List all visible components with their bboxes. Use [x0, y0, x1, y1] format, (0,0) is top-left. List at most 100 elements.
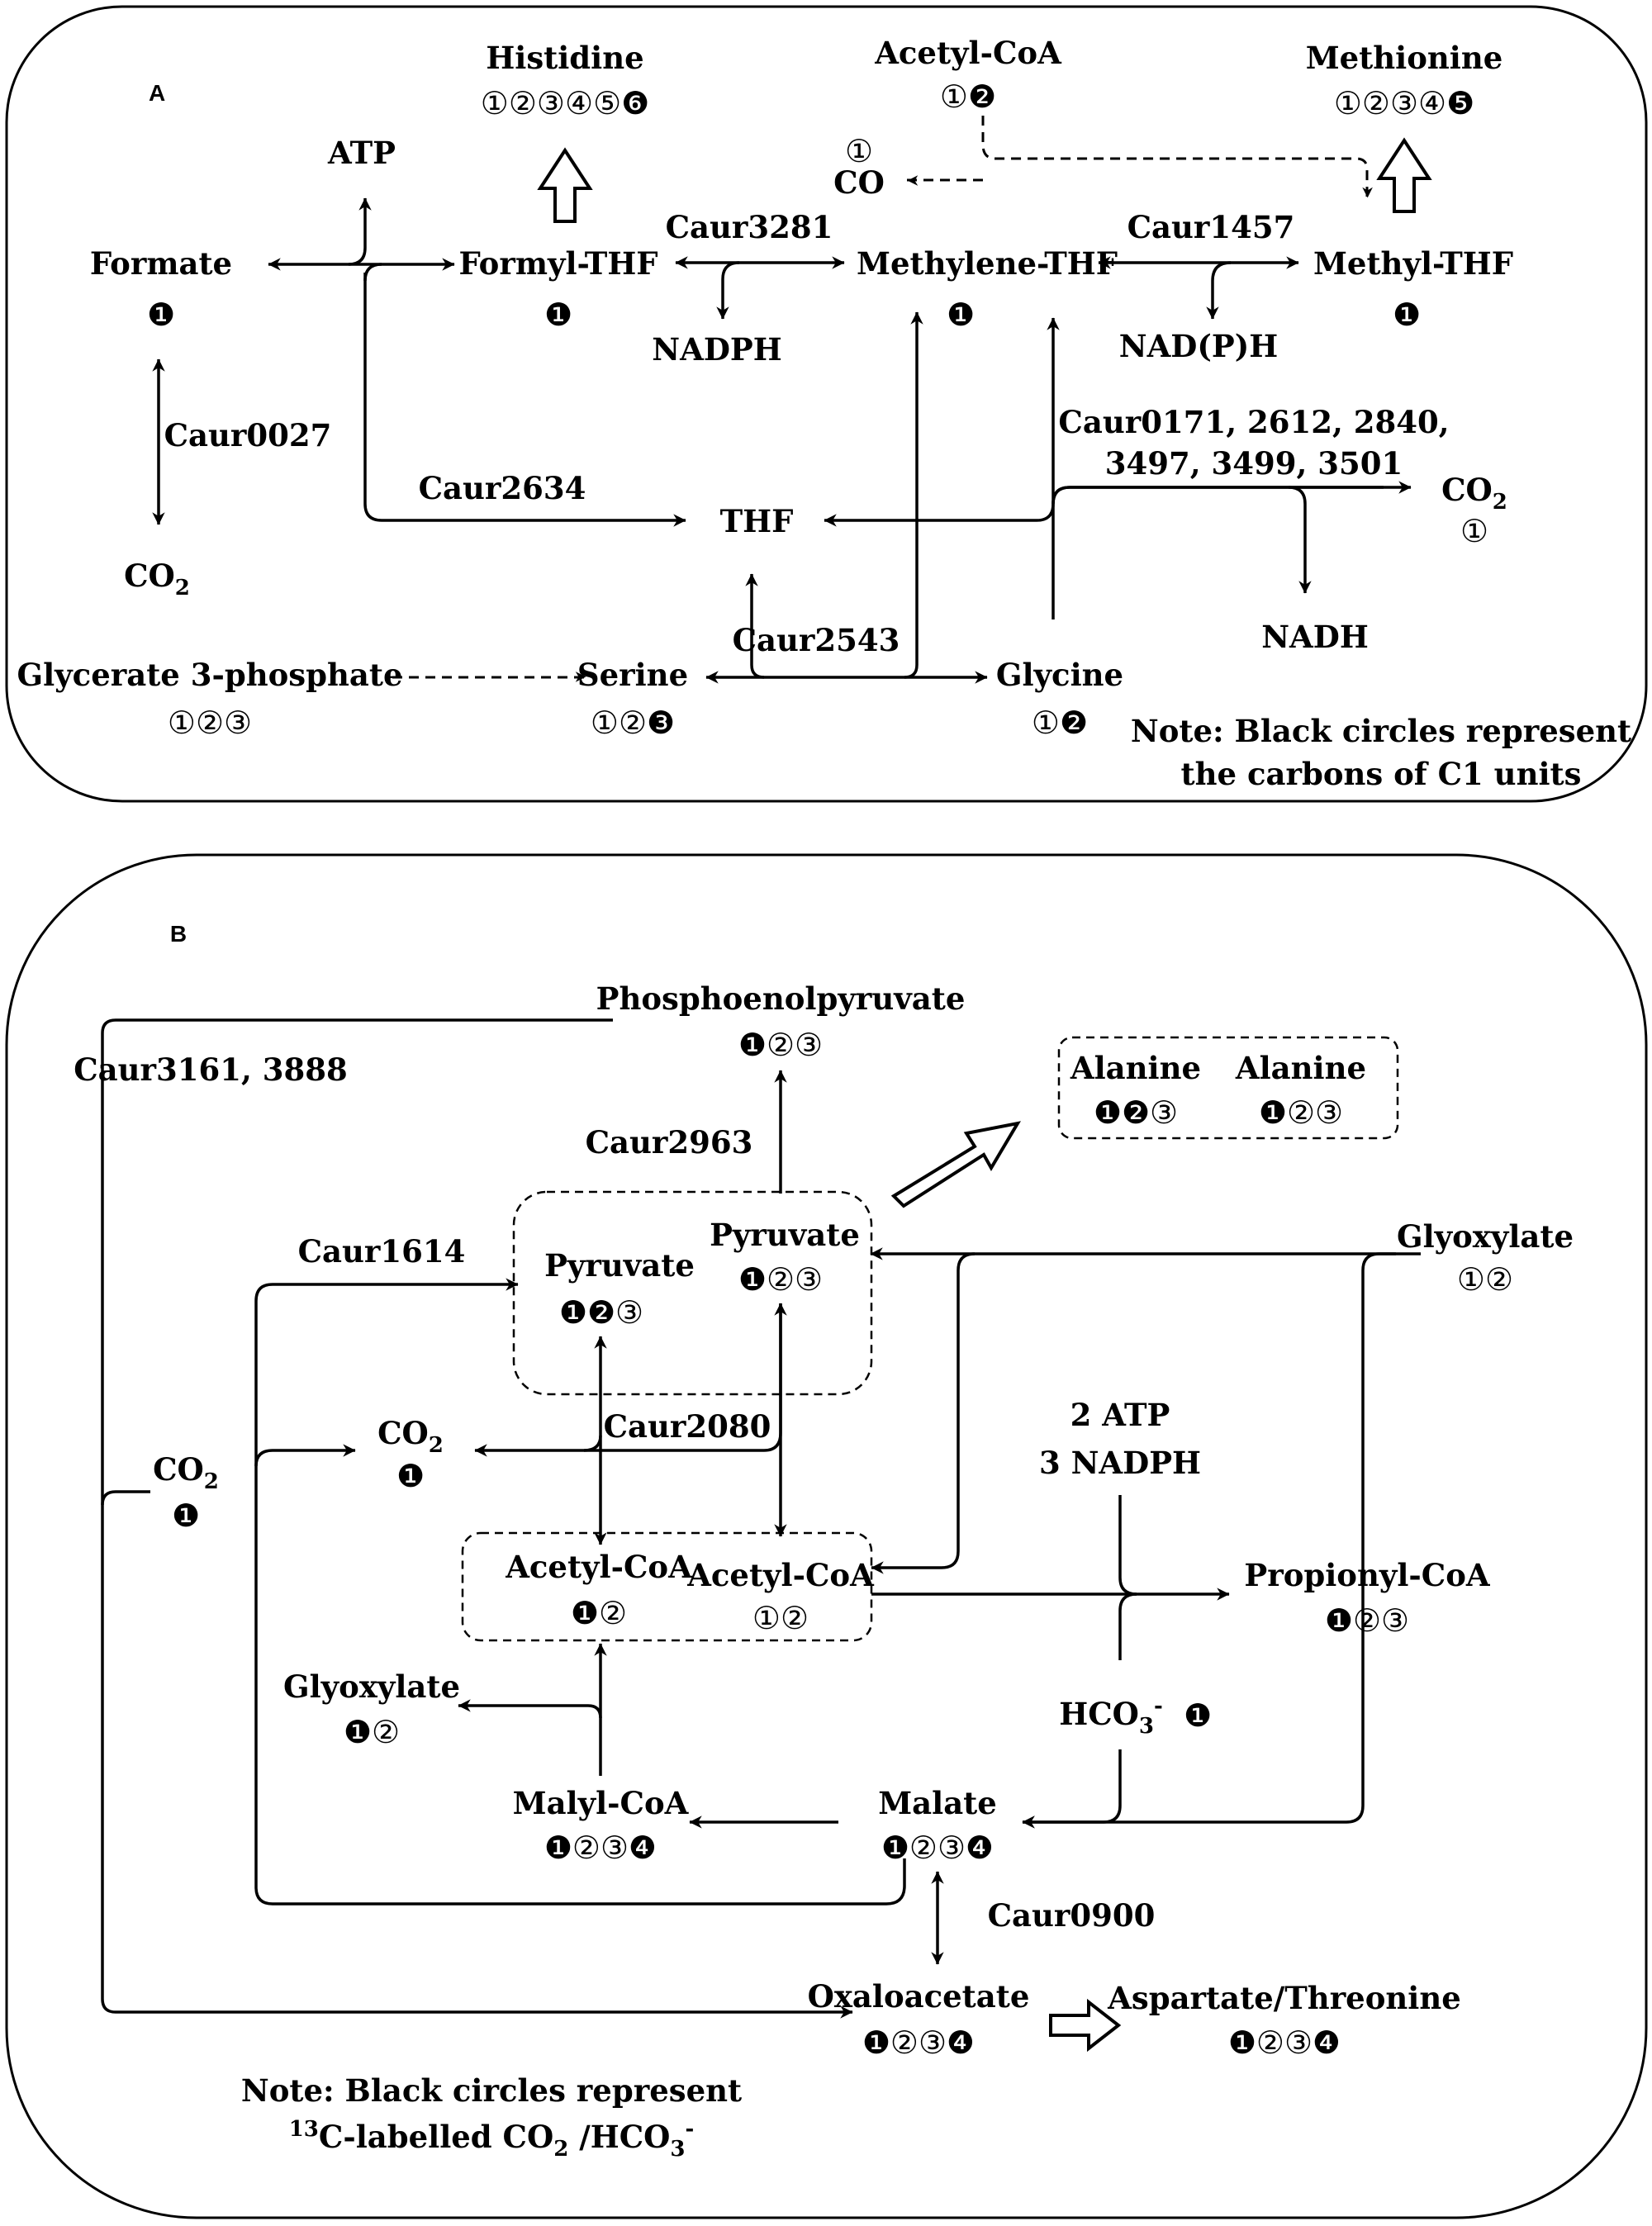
glyoxylate-acetylcoa-arrow: [871, 1252, 976, 1574]
hco3-up-join: [1118, 1592, 1137, 1660]
alanine-1-carbons: ❶❷③: [1094, 1094, 1178, 1131]
pep-label: Phosphoenolpyruvate: [596, 980, 966, 1017]
caur1614-label: Caur1614: [298, 1233, 466, 1270]
pyruvate-1-co2-join: [583, 1435, 602, 1452]
caur1457-label: Caur1457: [1127, 209, 1295, 245]
co2-left-branch: [101, 1490, 150, 1506]
co-carbons: ①: [845, 133, 873, 169]
atp-b-label: 2 ATP: [1070, 1397, 1170, 1433]
nadph-a-arrow: [716, 261, 740, 320]
caur2963-label: Caur2963: [586, 1124, 753, 1160]
hco3-malate-arrow: [1022, 1749, 1122, 1829]
atp-branch-join: [363, 263, 382, 282]
alanine-2-label: Alanine: [1235, 1050, 1366, 1086]
acetyl-coa-a-carbons: ①❷: [940, 78, 996, 115]
co2-mid-from-left-arrow: [254, 1444, 356, 1467]
alanine-hollow-arrow: [890, 1121, 1021, 1208]
acetyl-coa-2-label: Acetyl-CoA: [686, 1557, 875, 1593]
thf-label: THF: [720, 503, 794, 539]
note-a-line-1: Note: Black circles represent: [1131, 713, 1631, 749]
caur2543-thf-arrow: [745, 573, 765, 679]
glycine-label: Glycine: [996, 657, 1123, 693]
glyoxylate-left-label: Glyoxylate: [283, 1668, 460, 1705]
alanine-box: [1057, 1036, 1399, 1140]
methionine-carbons: ①②③④❺: [1334, 85, 1474, 121]
caur0900-label: Caur0900: [988, 1897, 1156, 1934]
nadph-b-label: 3 NADPH: [1039, 1445, 1201, 1481]
malate-carbons: ❶②③❹: [881, 1830, 994, 1866]
pyruvate-box: [512, 1190, 873, 1396]
malate-label: Malate: [878, 1785, 997, 1821]
formyl-thf-carbons: ❶: [544, 297, 572, 333]
panel-a-label: A: [149, 80, 165, 106]
aspartate-carbons: ❶②③❹: [1228, 2024, 1341, 2061]
panel-a-arrows: [152, 116, 1412, 684]
caur0027-label: Caur0027: [164, 417, 332, 453]
note-b-line-2: 13C-labelled CO2 /HCO3-: [289, 2117, 695, 2162]
histidine-hollow-arrow: [537, 147, 593, 223]
methylene-thf-label: Methylene-THF: [857, 245, 1118, 282]
acetyl-coa-a-label: Acetyl-CoA: [874, 35, 1062, 71]
oxaloacetate-label: Oxaloacetate: [808, 1978, 1030, 2015]
glyoxylate-left-carbons: ❶②: [344, 1714, 400, 1750]
propionyl-coa-carbons: ❶②③: [1325, 1602, 1409, 1639]
co2-left-label: CO2: [124, 558, 190, 600]
glycerate-label: Glycerate 3-phosphate: [17, 657, 403, 693]
atp-branch-arrow: [348, 197, 372, 266]
histidine-label: Histidine: [486, 40, 643, 76]
serine-label: Serine: [577, 657, 688, 693]
methionine-label: Methionine: [1306, 40, 1503, 76]
hco3-carbons: ❶: [1184, 1697, 1212, 1734]
pyruvate-1-carbons: ❶❷③: [559, 1294, 643, 1331]
pep-carbons: ❶②③: [738, 1027, 823, 1063]
nadp-h-arrow: [1206, 261, 1232, 320]
caur3161-label: Caur3161, 3888: [74, 1051, 348, 1088]
propionyl-coa-label: Propionyl-CoA: [1244, 1557, 1491, 1593]
pyruvate-2-label: Pyruvate: [710, 1217, 860, 1253]
panel-a: A Histidine ①②③④⑤❻ Acetyl-CoA ①❷ Methion…: [5, 5, 1648, 803]
caur3281-label: Caur3281: [666, 209, 833, 245]
caur2543-label: Caur2543: [733, 622, 900, 658]
panel-b-arrows: [101, 1018, 1421, 2019]
co2-right-carbons: ①: [1460, 513, 1488, 549]
co2-b-left-carbons: ❶: [172, 1497, 200, 1534]
methylene-thf-carbons: ❶: [947, 297, 975, 333]
acetyl-coa-1-label: Acetyl-CoA: [505, 1549, 693, 1585]
co2-mid-label: CO2: [377, 1415, 444, 1458]
formate-label: Formate: [90, 245, 232, 282]
panel-b-frame: [5, 853, 1648, 2219]
caur-multi-label-1: Caur0171, 2612, 2840,: [1058, 404, 1449, 440]
co2-right-arrow: [1051, 481, 1412, 505]
malylcoa-glyoxylate-arrow: [458, 1699, 602, 1719]
caur1614-arrow: [254, 1278, 906, 1906]
nadh-arrow: [1288, 486, 1312, 594]
caur3161-arrow: [101, 1018, 853, 2019]
oxaloacetate-carbons: ❶②③❹: [862, 2024, 975, 2061]
panel-a-frame: [5, 5, 1648, 803]
malyl-coa-label: Malyl-CoA: [513, 1785, 690, 1821]
acetyl-coa-1-carbons: ❶②: [571, 1595, 627, 1631]
hco3-label: HCO3-: [1059, 1694, 1163, 1739]
aspartate-hollow-arrow: [1049, 1998, 1122, 2053]
glycerate-carbons: ①②③: [168, 705, 252, 741]
nadph-a-label: NADPH: [652, 331, 781, 368]
glyoxylate-top-carbons: ①②: [1457, 1261, 1513, 1298]
caur-multi-label-2: 3497, 3499, 3501: [1105, 445, 1403, 482]
note-a-line-2: the carbons of C1 units: [1181, 756, 1582, 792]
glyoxylate-top-label: Glyoxylate: [1397, 1218, 1574, 1255]
acetyl-coa-box: [461, 1531, 873, 1642]
malyl-coa-carbons: ❶②③❹: [544, 1830, 657, 1866]
alanine-2-carbons: ❶②③: [1259, 1094, 1343, 1131]
pyruvate-1-label: Pyruvate: [544, 1247, 695, 1284]
propionyl-malate-arrow: [1022, 1252, 1421, 1829]
co2-b-left-label: CO2: [153, 1451, 219, 1494]
panel-b-label: B: [170, 921, 187, 947]
formyl-thf-label: Formyl-THF: [458, 245, 657, 282]
acetylcoa-methylthf-dashed-arrow: [981, 116, 1373, 198]
nadph-methyl-label: NAD(P)H: [1119, 328, 1278, 364]
caur2634-label: Caur2634: [419, 470, 586, 506]
methyl-thf-carbons: ❶: [1393, 297, 1421, 333]
caur2543-methylene-arrow: [904, 311, 923, 679]
histidine-carbons: ①②③④⑤❻: [481, 85, 649, 121]
